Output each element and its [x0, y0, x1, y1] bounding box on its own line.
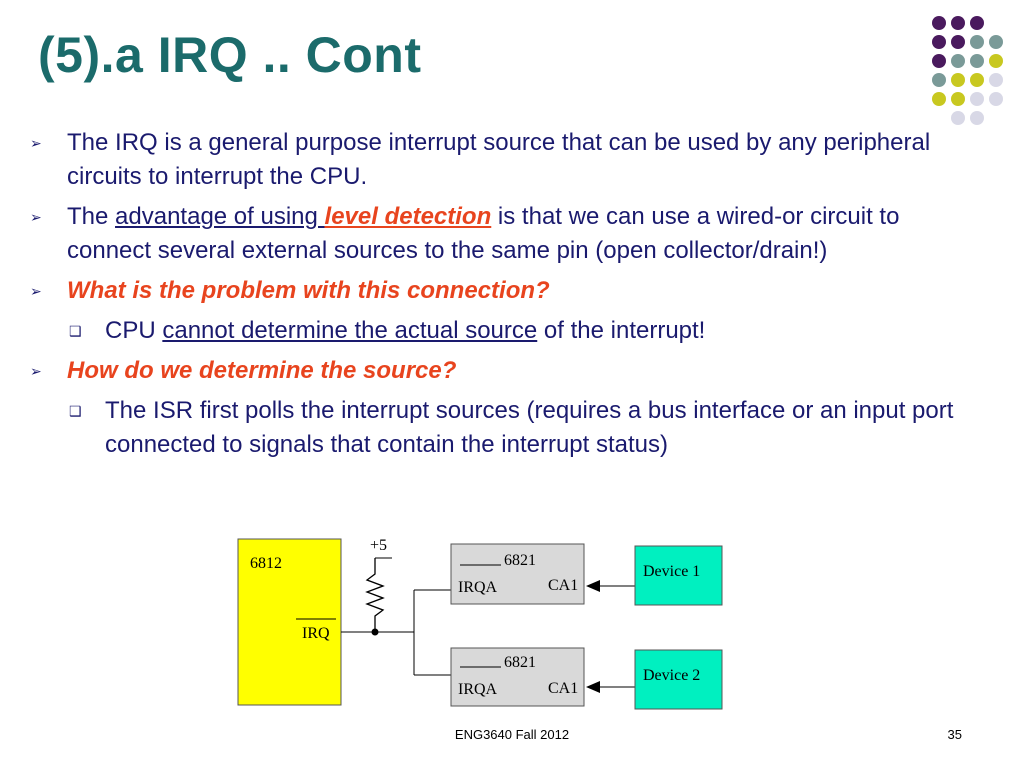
underlined-phrase: advantage of using: [115, 203, 325, 230]
cpu-irq-pin: IRQ: [302, 625, 330, 642]
slide-body: ➢ The IRQ is a general purpose interrupt…: [28, 126, 968, 468]
bullet-item: ➢ The IRQ is a general purpose interrupt…: [28, 126, 968, 194]
bullet-item: ➢ The advantage of using level detection…: [28, 200, 968, 268]
bullet-text: The ISR first polls the interrupt source…: [105, 397, 954, 458]
page-number: 35: [947, 727, 962, 742]
bullet-text-suffix: is that we can use a wired-or circuit to…: [67, 203, 900, 264]
bullet-text-prefix: CPU: [105, 317, 163, 344]
cpu-label: 6812: [250, 555, 282, 572]
arrow2-head-icon: [586, 681, 600, 693]
pia2-name: 6821: [504, 654, 536, 671]
arrow1-head-icon: [586, 580, 600, 592]
cpu-box: [237, 538, 342, 706]
wired-or-circuit-diagram: 6812 IRQ +5 6821 IRQA CA1 6821 IRQA CA1 …: [237, 537, 723, 710]
device2-box: [634, 649, 723, 710]
dot-grid-decoration: [926, 14, 1018, 134]
bullet-text: The IRQ is a general purpose interrupt s…: [67, 129, 931, 190]
pull-up-resistor: [365, 558, 385, 632]
underlined-phrase: cannot determine the actual source: [162, 317, 538, 344]
emphasis-phrase: level detection: [324, 203, 492, 230]
arrowhead-bullet-icon: ➢: [30, 283, 42, 299]
pia1-name: 6821: [504, 552, 536, 569]
question-text: How do we determine the source?: [67, 357, 457, 384]
sub-bullet-item: ❑ The ISR first polls the interrupt sour…: [28, 394, 968, 462]
sub-bullet-item: ❑ CPU cannot determine the actual source…: [28, 314, 968, 348]
device1-box: [634, 545, 723, 606]
footer-course: ENG3640 Fall 2012: [454, 727, 570, 742]
pia2-box: [450, 647, 585, 707]
pia2-irqa-pin: IRQA: [458, 681, 498, 698]
pia1-ca1-pin: CA1: [548, 577, 578, 594]
question-text: What is the problem with this connection…: [67, 277, 550, 304]
arrowhead-bullet-icon: ➢: [30, 135, 42, 151]
slide-title: (5).a IRQ .. Cont: [38, 27, 422, 83]
bullet-text-prefix: The: [67, 203, 116, 230]
pia1-irqa-pin: IRQA: [458, 579, 498, 596]
pia2-ca1-pin: CA1: [548, 680, 578, 697]
square-bullet-icon: ❑: [69, 403, 82, 419]
device2-label: Device 2: [643, 667, 700, 684]
square-bullet-icon: ❑: [69, 323, 82, 339]
arrowhead-bullet-icon: ➢: [30, 363, 42, 379]
arrowhead-bullet-icon: ➢: [30, 209, 42, 225]
bullet-item: ➢ What is the problem with this connecti…: [28, 274, 968, 308]
pia1-box: [450, 543, 585, 605]
supply-label: +5: [370, 537, 387, 554]
device1-label: Device 1: [643, 563, 700, 580]
bullet-text-suffix: of the interrupt!: [537, 317, 706, 344]
bullet-item: ➢ How do we determine the source?: [28, 354, 968, 388]
